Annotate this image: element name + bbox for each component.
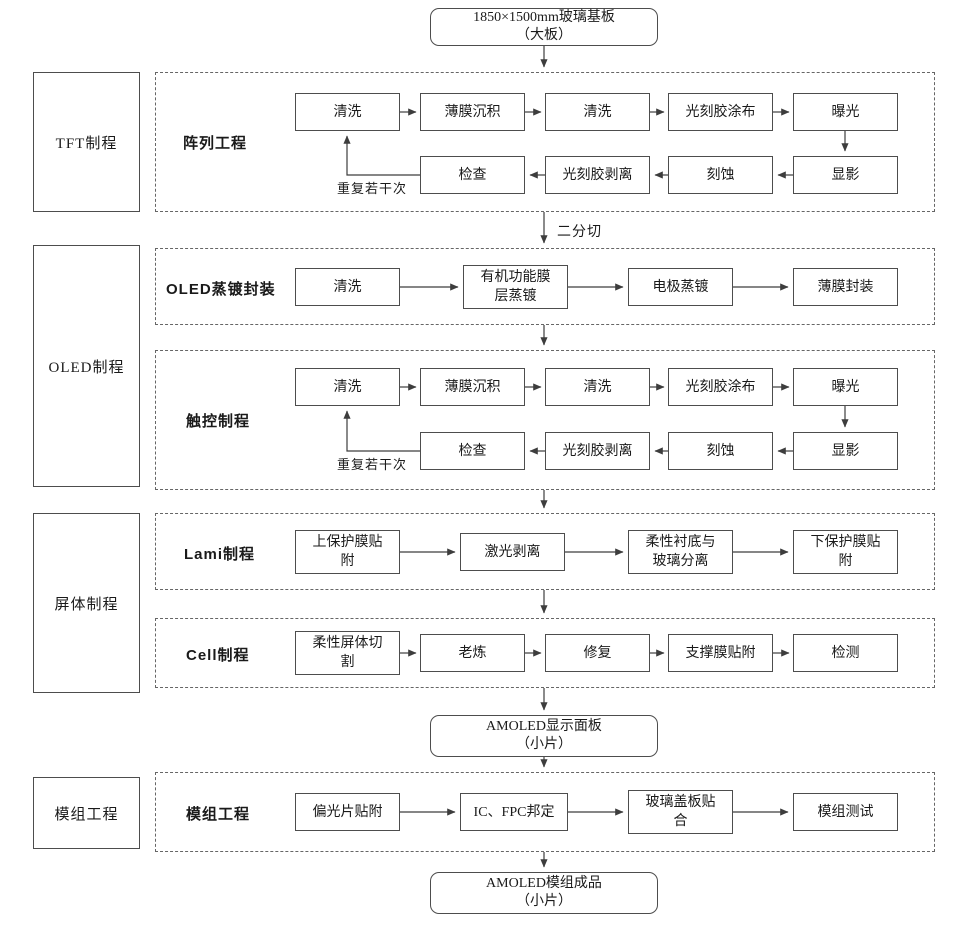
final-node: AMOLED模组成品 （小片） xyxy=(430,872,658,914)
section-module xyxy=(155,772,935,852)
final-node-line1: AMOLED模组成品 xyxy=(486,876,602,891)
start-node-line2: （大板） xyxy=(516,28,572,43)
step-support-film-attach: 支撑膜贴附 xyxy=(668,634,773,672)
section-touch xyxy=(155,350,935,490)
step-photoresist-coating: 光刻胶涂布 xyxy=(668,93,773,131)
step-developing: 显影 xyxy=(793,156,898,194)
panel-node-line2: （小片） xyxy=(516,737,572,752)
step-photoresist-stripping: 光刻胶剥离 xyxy=(545,156,650,194)
step-repair: 修复 xyxy=(545,634,650,672)
repeat-note-array: 重复若干次 xyxy=(337,181,408,196)
stage-label-panel: 屏体制程 xyxy=(33,513,140,693)
stage-label-oled: OLED制程 xyxy=(33,245,140,487)
step-organic-layer-evaporation: 有机功能膜层蒸镀 xyxy=(463,265,568,309)
step-exposure: 曝光 xyxy=(793,368,898,406)
step-electrode-evaporation: 电极蒸镀 xyxy=(628,268,733,306)
step-upper-protective-film: 上保护膜贴附 xyxy=(295,530,400,574)
step-etching: 刻蚀 xyxy=(668,432,773,470)
stage-label-text: TFT制程 xyxy=(55,135,118,152)
step-flexible-panel-cutting: 柔性屏体切割 xyxy=(295,631,400,675)
edge-label-bisect: 二分切 xyxy=(557,225,602,240)
step-substrate-glass-separation: 柔性衬底与玻璃分离 xyxy=(628,530,733,574)
step-cleaning: 清洗 xyxy=(545,368,650,406)
step-etching: 刻蚀 xyxy=(668,156,773,194)
start-node-line1: 1850×1500mm玻璃基板 xyxy=(473,10,615,25)
section-label-lami: Lami制程 xyxy=(184,546,256,563)
step-cover-glass-lamination: 玻璃盖板贴合 xyxy=(628,790,733,834)
section-label-touch: 触控制程 xyxy=(186,413,251,430)
step-polarizer-attach: 偏光片贴附 xyxy=(295,793,400,831)
final-node-line2: （小片） xyxy=(516,894,572,909)
section-lami xyxy=(155,513,935,590)
step-photoresist-stripping: 光刻胶剥离 xyxy=(545,432,650,470)
step-laser-liftoff: 激光剥离 xyxy=(460,533,565,571)
step-cleaning: 清洗 xyxy=(295,93,400,131)
section-label-module: 模组工程 xyxy=(186,806,251,823)
step-thin-film-deposition: 薄膜沉积 xyxy=(420,368,525,406)
step-aging: 老炼 xyxy=(420,634,525,672)
section-label-evaporation: OLED蒸镀封装 xyxy=(166,281,276,298)
step-exposure: 曝光 xyxy=(793,93,898,131)
step-inspection: 检查 xyxy=(420,432,525,470)
section-label-array: 阵列工程 xyxy=(183,135,248,152)
start-node: 1850×1500mm玻璃基板 （大板） xyxy=(430,8,658,46)
step-ic-fpc-bonding: IC、FPC邦定 xyxy=(460,793,568,831)
step-testing: 检测 xyxy=(793,634,898,672)
step-photoresist-coating: 光刻胶涂布 xyxy=(668,368,773,406)
step-thin-film-deposition: 薄膜沉积 xyxy=(420,93,525,131)
section-cell xyxy=(155,618,935,688)
stage-label-text: 模组工程 xyxy=(54,806,119,823)
stage-label-module: 模组工程 xyxy=(33,777,140,849)
stage-label-text: 屏体制程 xyxy=(54,596,119,613)
step-module-testing: 模组测试 xyxy=(793,793,898,831)
step-lower-protective-film: 下保护膜贴附 xyxy=(793,530,898,574)
section-evaporation xyxy=(155,248,935,325)
stage-label-text: OLED制程 xyxy=(48,359,125,376)
step-cleaning: 清洗 xyxy=(295,268,400,306)
step-inspection: 检查 xyxy=(420,156,525,194)
stage-label-tft: TFT制程 xyxy=(33,72,140,212)
section-label-cell: Cell制程 xyxy=(186,647,250,664)
section-array xyxy=(155,72,935,212)
step-cleaning: 清洗 xyxy=(545,93,650,131)
step-developing: 显影 xyxy=(793,432,898,470)
panel-node: AMOLED显示面板 （小片） xyxy=(430,715,658,757)
panel-node-line1: AMOLED显示面板 xyxy=(486,719,602,734)
step-thin-film-encapsulation: 薄膜封装 xyxy=(793,268,898,306)
repeat-note-touch: 重复若干次 xyxy=(337,457,408,472)
step-cleaning: 清洗 xyxy=(295,368,400,406)
